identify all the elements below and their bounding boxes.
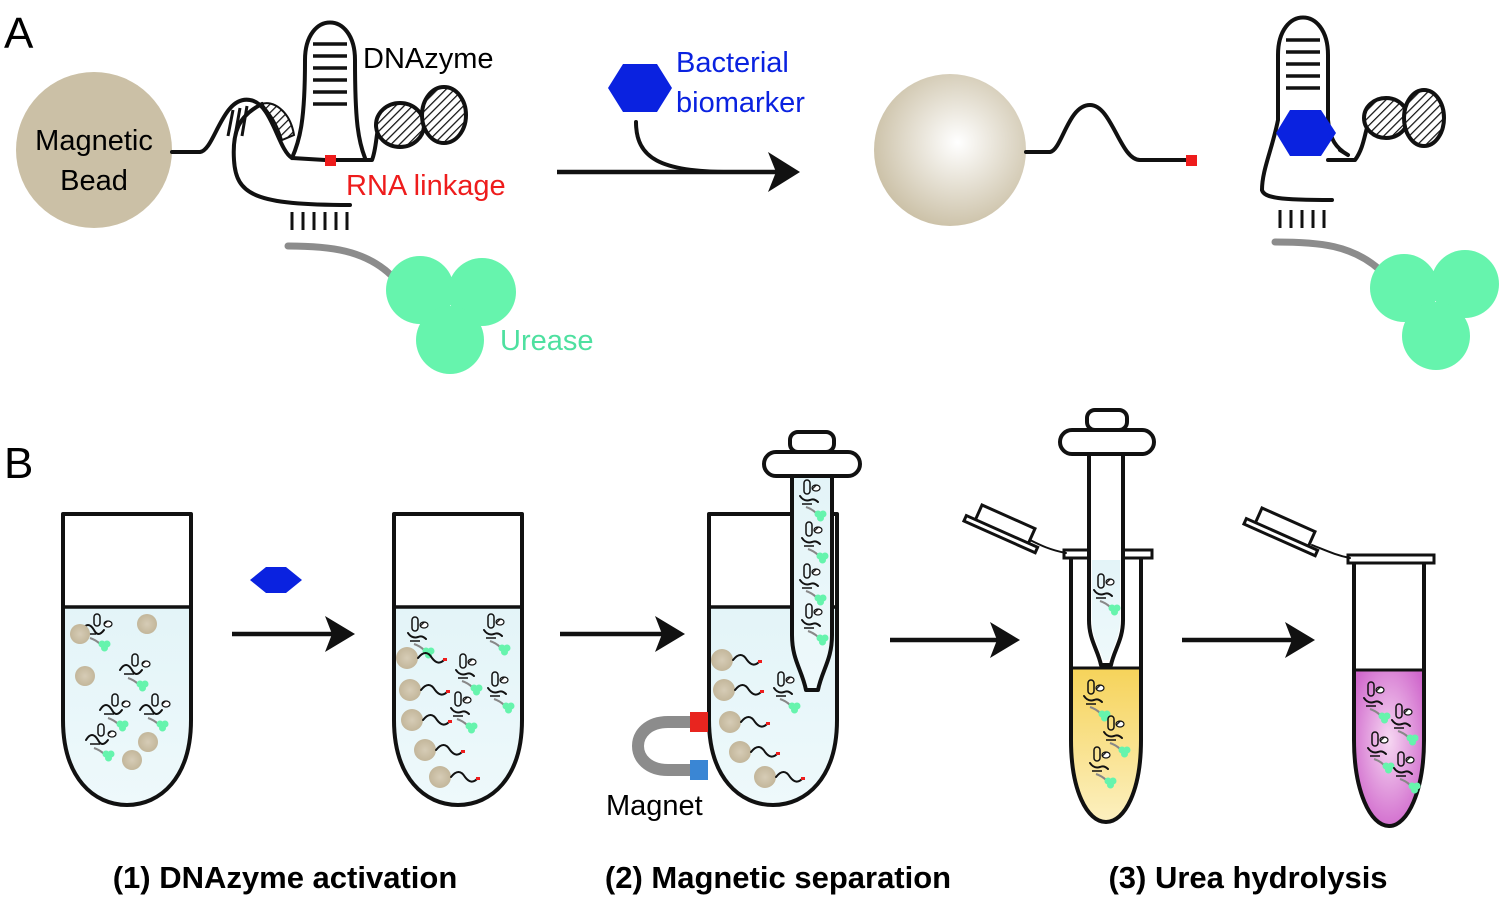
step-3-caption: (3) Urea hydrolysis <box>1108 860 1387 895</box>
arrow-b3-head <box>990 622 1020 658</box>
biomarker-hexagon-b <box>250 567 302 593</box>
reaction-arrow-a-head <box>768 152 800 192</box>
magnet-label: Magnet <box>606 790 703 822</box>
step-2-caption: (2) Magnetic separation <box>605 860 951 895</box>
cleaved-substrate-strand <box>1024 103 1188 162</box>
panel-b-label: B <box>4 439 33 488</box>
biomarker-binding-curve <box>634 120 732 174</box>
dnazyme-complex <box>170 20 468 280</box>
arrow-b2-head <box>655 616 685 652</box>
magnetic-bead-label-line1: Magnetic <box>35 125 153 157</box>
urease-enzyme <box>386 256 516 374</box>
urease-label: Urease <box>500 325 594 357</box>
tube-1-initial <box>61 512 193 807</box>
tube-2-activated <box>392 512 524 807</box>
biomarker-label-line1: Bacterial <box>676 47 789 79</box>
biomarker-hexagon <box>608 64 672 112</box>
pipette <box>762 430 862 692</box>
dnazyme-label: DNAzyme <box>363 43 494 75</box>
pipette-in-eppendorf <box>1058 408 1156 667</box>
magnet <box>632 712 708 780</box>
arrow-b1-head <box>325 616 355 652</box>
cleaved-magnetic-bead <box>874 74 1026 226</box>
arrow-b4-head <box>1285 622 1315 658</box>
panel-a-label: A <box>4 9 34 58</box>
rna-linkage-mark <box>325 155 336 166</box>
tube-5-pink <box>1241 506 1436 828</box>
magnetic-bead <box>16 72 172 228</box>
magnetic-bead-label-line2: Bead <box>60 165 128 197</box>
step-1-caption: (1) DNAzyme activation <box>113 860 458 895</box>
biomarker-label-line2: biomarker <box>676 87 805 119</box>
rna-linkage-label: RNA linkage <box>346 170 506 202</box>
cleaved-rna-end <box>1186 155 1197 166</box>
released-dnazyme-urease <box>1260 15 1499 370</box>
